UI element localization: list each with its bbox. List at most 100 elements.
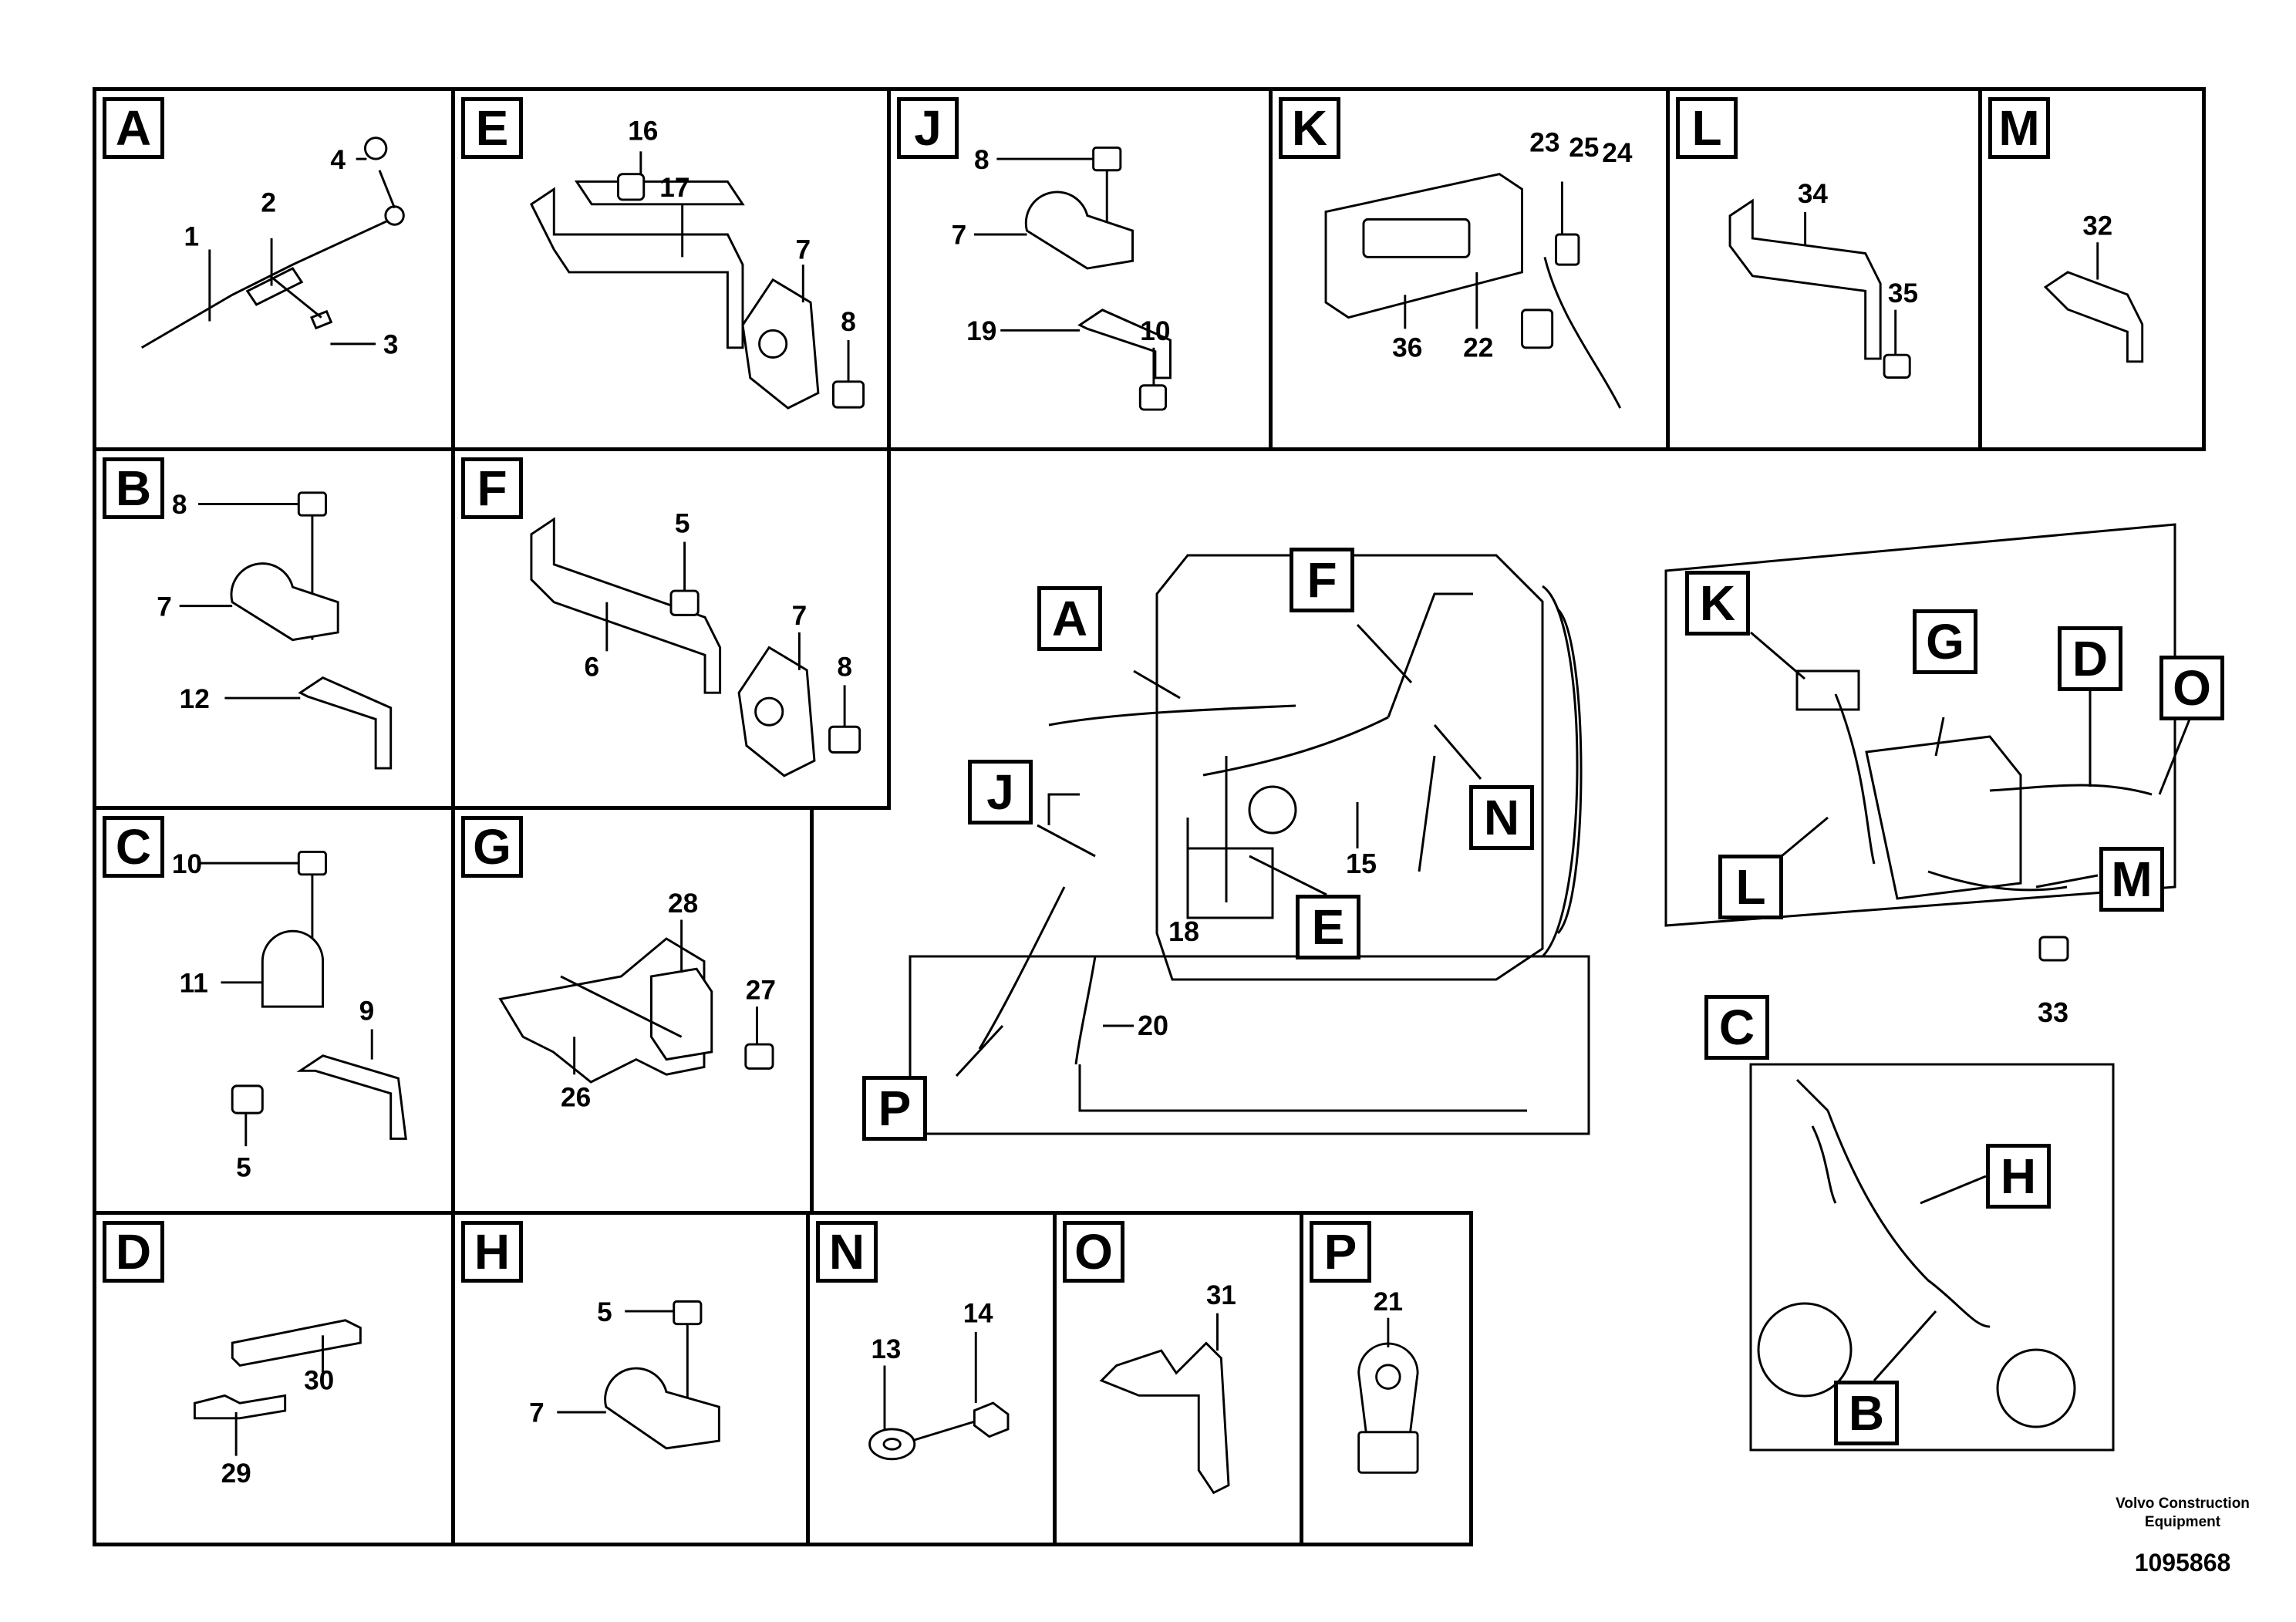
- panel-g-drawing: 28 27 26: [498, 889, 776, 1112]
- panel-label: H: [461, 1221, 523, 1283]
- part-number: 20: [1138, 1010, 1168, 1041]
- detail-panel-l: 34 35 L: [1666, 87, 1982, 451]
- part-number: 8: [841, 307, 856, 337]
- part-number: 8: [172, 490, 187, 520]
- panel-c-drawing: 10 11 9 5: [172, 849, 407, 1182]
- part-number: 26: [561, 1082, 591, 1112]
- part-number: 9: [359, 996, 375, 1027]
- part-number: 4: [330, 145, 346, 175]
- detail-panel-j: 8 7 19 10 J: [887, 87, 1273, 451]
- detail-panel-p: 21 P: [1300, 1211, 1473, 1546]
- part-number: 16: [628, 116, 658, 147]
- part-number: 29: [221, 1458, 251, 1489]
- part-number: 7: [529, 1398, 544, 1428]
- callout-m: M: [2099, 847, 2164, 912]
- part-number: 33: [2038, 996, 2068, 1028]
- detail-panel-h: 5 7 H: [451, 1211, 814, 1546]
- panel-label: G: [461, 816, 523, 878]
- panel-d-drawing: 30 29: [193, 1319, 362, 1489]
- detail-panel-n: 13 14 N: [806, 1211, 1060, 1546]
- part-number: 25: [1569, 133, 1599, 163]
- part-number: 34: [1798, 179, 1829, 209]
- part-number: 10: [172, 849, 202, 879]
- part-number: 7: [796, 234, 811, 265]
- part-number: 7: [157, 592, 172, 622]
- callout-h: H: [1986, 1144, 2051, 1209]
- part-number: 2: [261, 188, 276, 218]
- panel-p-drawing: 21: [1357, 1287, 1419, 1474]
- part-number: 12: [180, 684, 210, 714]
- part-number: 32: [2082, 212, 2112, 241]
- callout-a: A: [1037, 586, 1102, 651]
- part-number: 10: [1140, 316, 1170, 346]
- brand-name: Volvo Construction Equipment: [2098, 1495, 2267, 1532]
- panel-j-drawing: 8 7 19 10: [952, 145, 1172, 411]
- right-upper-view: 33: [1664, 523, 2192, 1028]
- part-number: 27: [746, 975, 776, 1005]
- callout-l: L: [1718, 855, 1783, 919]
- lower-engine-view: [1749, 1063, 2115, 1452]
- panel-e-drawing: 16 17 7 8: [530, 116, 865, 410]
- part-number: 18: [1168, 916, 1199, 947]
- callout-k: K: [1685, 571, 1750, 636]
- callout-j: J: [968, 760, 1033, 824]
- drawing-number: 1095868: [2134, 1549, 2231, 1576]
- part-number: 28: [668, 889, 698, 919]
- part-number: 8: [837, 653, 852, 683]
- panel-label: C: [103, 816, 164, 878]
- detail-panel-f: 5 7 6 8 F: [451, 447, 891, 810]
- panel-l-drawing: 34 35: [1728, 179, 1918, 379]
- detail-panel-k: 23 25 24 36 22 K: [1269, 87, 1670, 451]
- panel-m-drawing: 32: [2043, 212, 2144, 363]
- part-number: 15: [1346, 848, 1377, 879]
- callout-d: D: [2058, 626, 2122, 691]
- panel-a-drawing: 4 2 1 3: [140, 137, 405, 360]
- part-number: 14: [963, 1298, 993, 1328]
- callout-c: C: [1704, 995, 1769, 1060]
- part-number: 35: [1888, 278, 1918, 309]
- panel-label: D: [103, 1221, 164, 1283]
- detail-panel-b: 8 7 12 B: [93, 447, 455, 810]
- part-number: 5: [675, 509, 690, 539]
- panel-label: K: [1279, 97, 1340, 159]
- part-number: 30: [304, 1366, 334, 1396]
- panel-label: N: [816, 1221, 878, 1283]
- panel-label: P: [1310, 1221, 1371, 1283]
- panel-label: L: [1676, 97, 1738, 159]
- part-number: 11: [180, 969, 208, 999]
- callout-f: F: [1290, 548, 1354, 612]
- part-number: 22: [1463, 333, 1493, 363]
- part-number: 5: [597, 1297, 612, 1327]
- panel-h-drawing: 5 7: [529, 1297, 720, 1450]
- brand-line-2: Equipment: [2144, 1514, 2221, 1530]
- part-number: 21: [1374, 1287, 1403, 1317]
- part-number: 6: [584, 653, 599, 683]
- part-number: 23: [1529, 127, 1559, 157]
- callout-o: O: [2159, 656, 2224, 720]
- callout-g: G: [1913, 609, 1977, 674]
- panel-label: E: [461, 97, 523, 159]
- part-number: 36: [1392, 333, 1422, 363]
- panel-o-drawing: 31: [1099, 1280, 1236, 1495]
- part-number: 5: [236, 1152, 251, 1182]
- panel-n-drawing: 13 14: [868, 1298, 1010, 1461]
- part-number: 13: [872, 1334, 902, 1364]
- part-number: 8: [974, 145, 990, 175]
- panel-label: A: [103, 97, 164, 159]
- panel-b-drawing: 8 7 12: [157, 490, 393, 770]
- part-number: 17: [659, 173, 689, 203]
- panel-k-drawing: 23 25 24 36 22: [1324, 127, 1633, 409]
- brand-line-1: Volvo Construction: [2116, 1496, 2250, 1512]
- panel-label: O: [1063, 1221, 1124, 1283]
- part-number: 7: [792, 601, 807, 631]
- detail-panel-m: 32 M: [1978, 87, 2206, 451]
- part-number: 24: [1602, 138, 1633, 168]
- detail-panel-o: 31 O: [1053, 1211, 1307, 1546]
- callout-p: P: [862, 1076, 927, 1141]
- panel-f-drawing: 5 7 6 8: [530, 509, 861, 777]
- callout-n: N: [1469, 785, 1534, 850]
- detail-panel-e: 16 17 7 8 E: [451, 87, 891, 451]
- panel-label: F: [461, 457, 523, 519]
- part-number: 3: [383, 330, 399, 360]
